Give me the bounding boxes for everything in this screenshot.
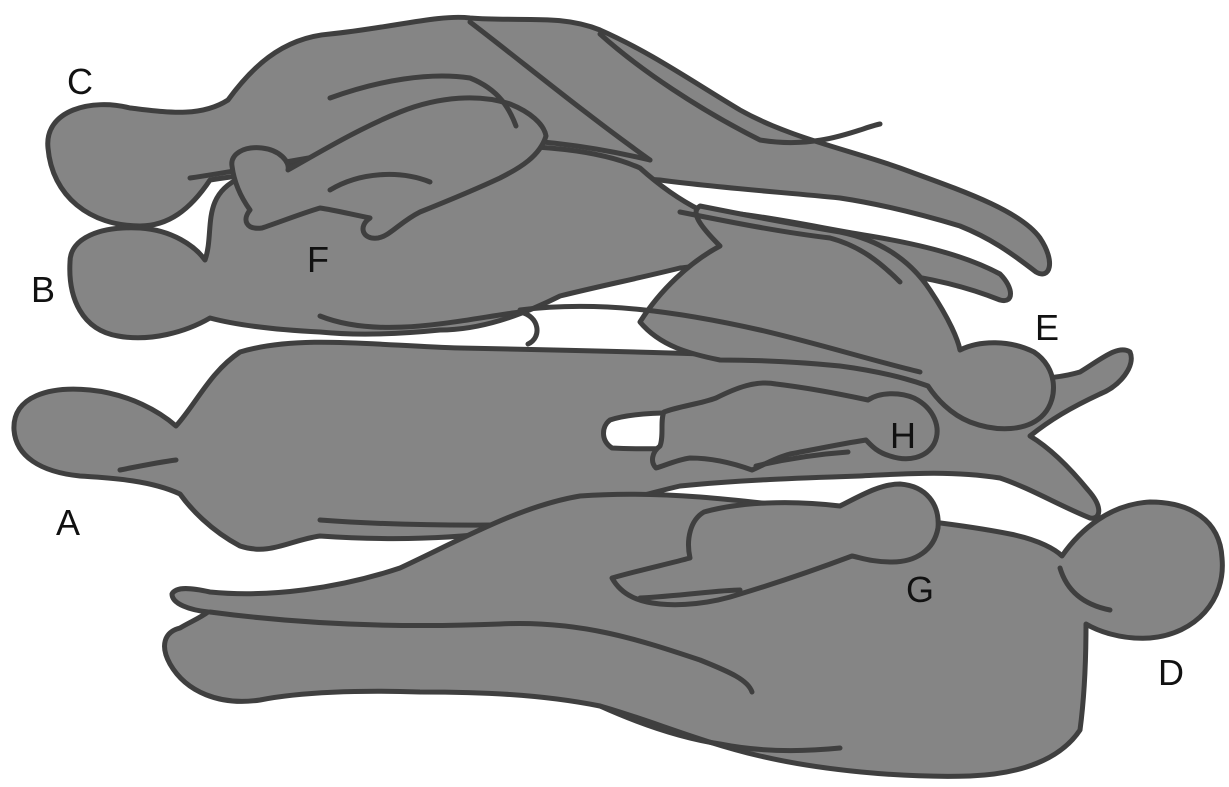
label-b: B <box>31 272 55 308</box>
label-e: E <box>1035 310 1059 346</box>
label-g: G <box>906 572 934 608</box>
label-c: C <box>67 64 93 100</box>
label-a: A <box>56 505 80 541</box>
label-d: D <box>1158 655 1184 691</box>
label-h: H <box>890 418 916 454</box>
label-f: F <box>307 242 329 278</box>
